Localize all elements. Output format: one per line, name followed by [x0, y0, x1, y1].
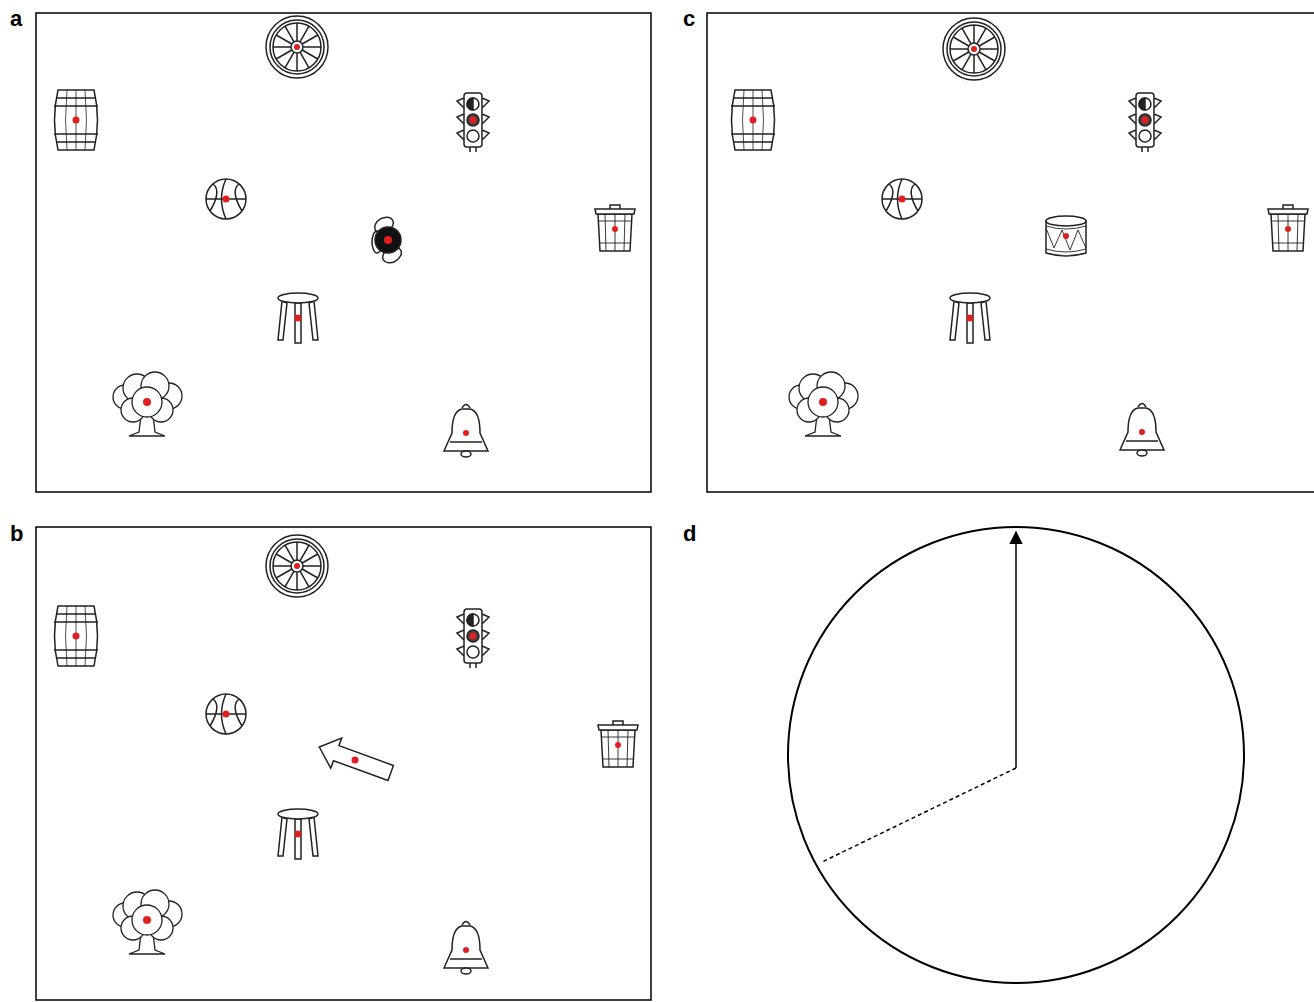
- panel-frame: [36, 13, 651, 492]
- headphones-icon: [372, 214, 404, 266]
- basketball-icon: [882, 179, 922, 219]
- barrel-icon: [54, 90, 98, 150]
- tree-icon: [113, 372, 182, 436]
- bell-icon: [444, 405, 488, 458]
- barrel-icon: [54, 606, 98, 666]
- response-line: [822, 768, 1016, 862]
- bell-icon: [1120, 404, 1164, 457]
- drum-icon: [1046, 216, 1086, 256]
- bell-icon: [444, 922, 488, 975]
- panel-letter: c: [683, 8, 695, 30]
- stool-icon: [950, 293, 990, 343]
- wheel-icon: [266, 535, 328, 597]
- barrel-icon: [731, 90, 775, 150]
- response-circle: [788, 527, 1244, 983]
- stool-icon: [278, 809, 318, 859]
- stool-icon: [278, 293, 318, 343]
- reference-arrow: [1015, 532, 1017, 768]
- basketball-icon: [206, 179, 246, 219]
- panel-letter: a: [10, 8, 22, 30]
- trash-can-icon: [595, 205, 635, 251]
- traffic-light-icon: [457, 609, 489, 668]
- wheel-icon: [943, 18, 1005, 80]
- tree-icon: [113, 890, 182, 954]
- trash-can-icon: [598, 721, 638, 767]
- traffic-light-icon: [1129, 93, 1161, 152]
- trash-can-icon: [1268, 205, 1308, 251]
- panel-frame: [36, 527, 651, 1000]
- tree-icon: [789, 372, 858, 436]
- panel-letter: d: [683, 523, 696, 545]
- arrow-icon: [314, 732, 396, 788]
- traffic-light-icon: [457, 93, 489, 152]
- panel-frame: [707, 13, 1314, 492]
- wheel-icon: [266, 16, 328, 78]
- panel-letter: b: [10, 523, 23, 545]
- basketball-icon: [206, 694, 246, 734]
